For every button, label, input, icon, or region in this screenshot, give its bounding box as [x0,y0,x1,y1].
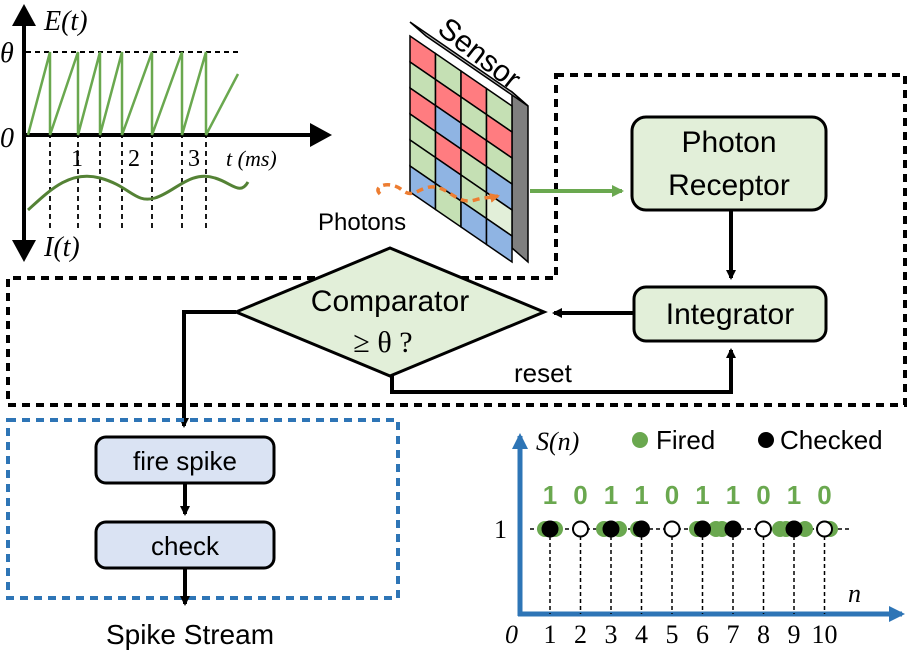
spike-index-label: 9 [788,620,801,649]
energy-y-axis-arrow-up [12,4,36,26]
spike-stream-label: Spike Stream [106,619,274,650]
photons-label: Photons [318,209,406,236]
checked-spike-dot [785,520,803,538]
spike-index-label: 8 [757,620,770,649]
spike-index-label: 4 [635,620,648,649]
time-tick-1: 1 [71,146,83,172]
sensor-array: Sensor [409,12,529,264]
energy-sawtooth [26,51,240,136]
legend-fired-dot [632,432,648,448]
sensor-side-face [511,90,529,264]
spike-bit-label: 0 [817,480,831,510]
checked-spike-dot [633,520,650,538]
spike-index-label: 7 [727,620,740,649]
sensor-pixel [485,217,513,264]
spike-index-label: 10 [812,620,838,649]
legend-checked-label: Checked [780,425,883,455]
spike-x-label: n [848,579,861,608]
spike-index-label: 1 [544,620,557,649]
photon-path [376,183,500,203]
reset-path [390,348,736,394]
current-curve [26,174,250,212]
spike-bit-label: 0 [756,480,770,510]
photon-receptor-label-line2: Receptor [668,169,790,202]
checked-spike-dot [602,520,620,538]
comparator-block [232,246,548,378]
comparator-label-line1: Comparator [311,285,469,318]
legend-checked-dot [758,432,774,448]
checked-empty-dot [755,520,772,538]
spike-bit-label: 1 [787,480,801,510]
energy-origin-label: 0 [0,123,14,154]
spike-index-label: 5 [666,620,679,649]
check-label: check [151,531,220,561]
spike-bit-label: 1 [543,480,557,510]
checked-empty-dot [816,520,833,538]
spike-level-label: 1 [494,515,507,544]
spike-bit-label: 0 [665,480,679,510]
spike-index-label: 2 [574,620,587,649]
spike-bit-label: 1 [604,480,618,510]
spike-bit-label: 0 [573,480,587,510]
checked-spike-dot [724,520,742,538]
comparator-to-fire-path [179,310,236,428]
checked-empty-dot [572,520,589,538]
photon-receptor-label-line1: Photon [681,126,776,159]
current-y-label: I(t) [43,232,80,263]
time-axis-arrow [310,123,332,147]
spike-bit-label: 1 [695,480,709,510]
checked-spike-dot [694,520,711,538]
integrator-label: Integrator [666,298,794,331]
reset-label: reset [514,358,573,388]
spike-origin-label: 0 [505,620,518,649]
spike-index-label: 6 [696,620,709,649]
spike-bit-label: 1 [726,480,740,510]
sensor-top-face [409,21,529,107]
time-tick-3: 3 [188,146,200,172]
comparator-label-line2: ≥ θ ? [353,326,412,359]
spike-bit-label: 1 [634,480,648,510]
time-tick-2: 2 [128,146,140,172]
spike-output-region [6,418,400,600]
pixel-circuit-region [6,73,907,407]
energy-current-plot: E(t) I(t) θ 0 t (ms) 1 2 3 [0,4,332,263]
sensor-pixel-grid [409,34,513,264]
checked-empty-dot [663,520,681,538]
energy-y-axis-arrow-down [12,240,36,262]
spike-y-label: S(n) [536,427,579,456]
spike-index-label: 3 [605,620,618,649]
legend-fired-label: Fired [656,425,715,455]
fire-spike-label: fire spike [133,446,237,476]
checked-spike-dot [541,520,559,538]
time-axis-label: t (ms) [226,146,277,171]
threshold-label: θ [0,38,14,69]
energy-y-label: E(t) [43,6,88,37]
